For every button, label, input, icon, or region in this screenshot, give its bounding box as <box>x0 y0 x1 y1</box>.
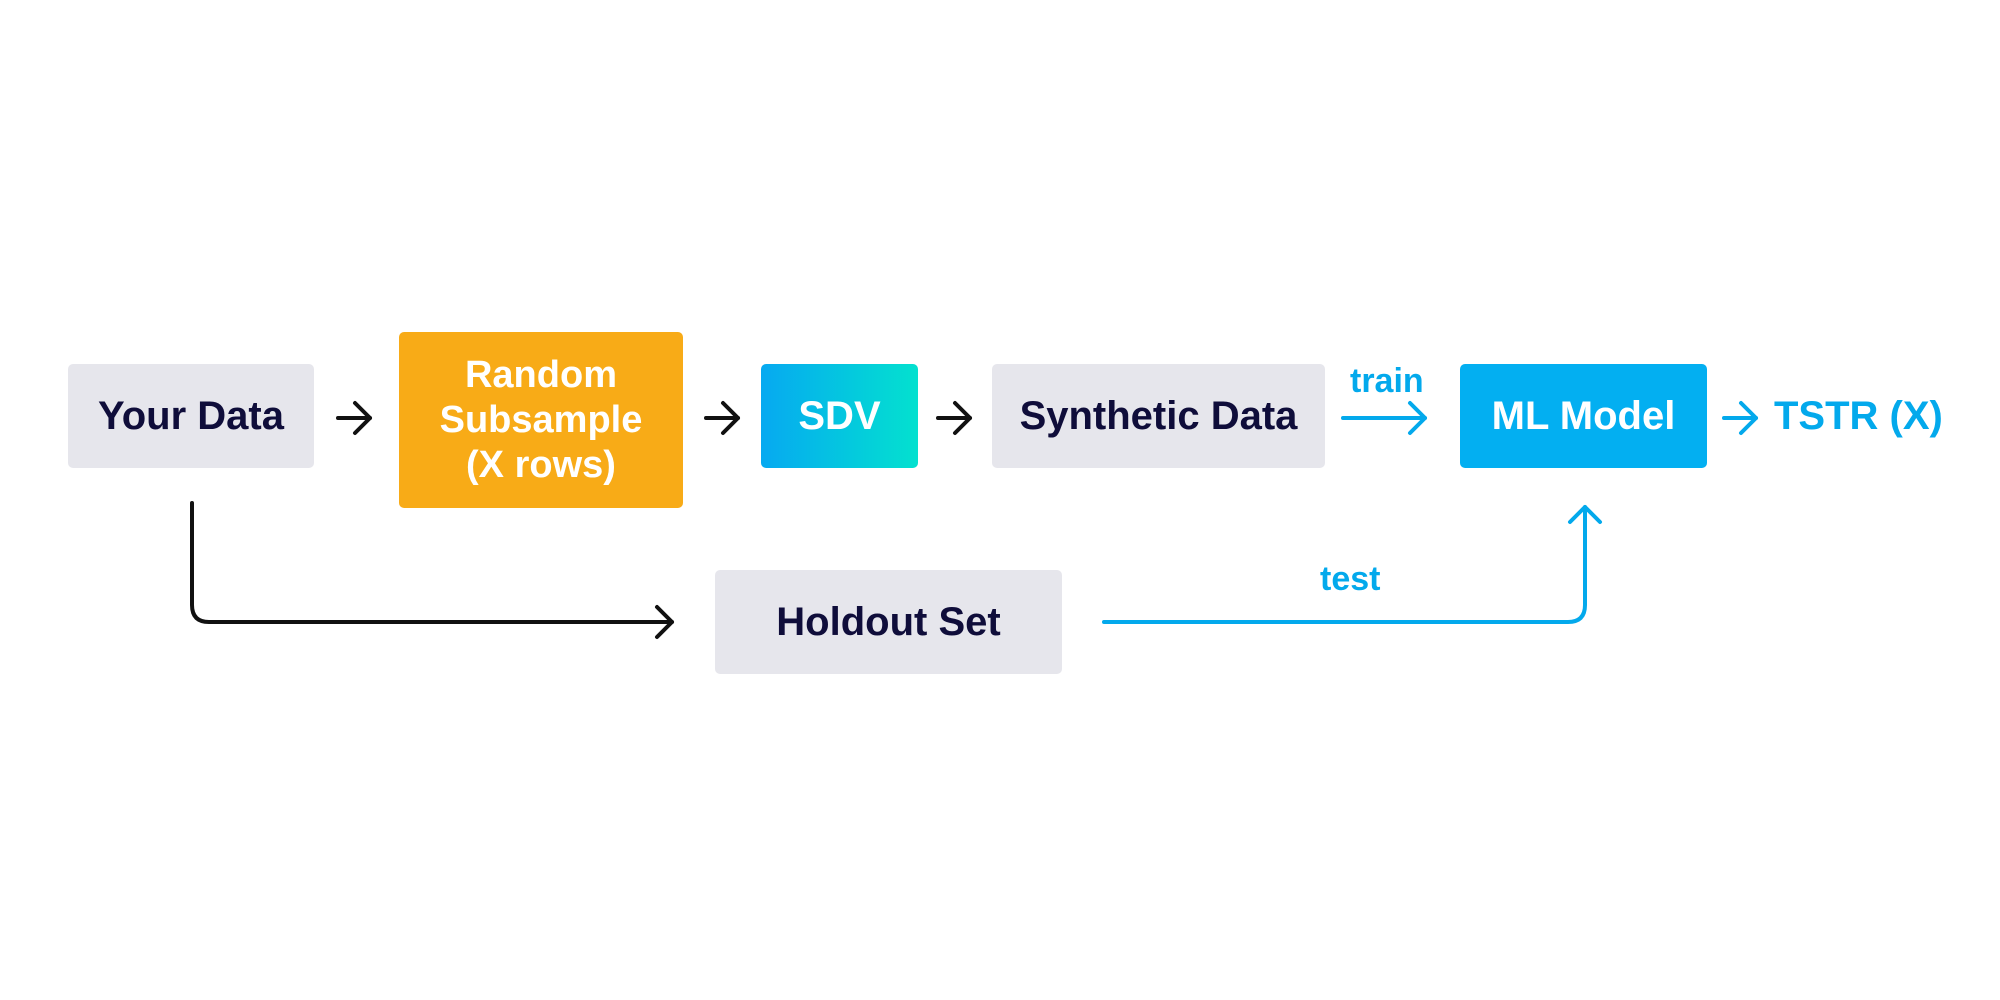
arrow-test <box>1102 505 1602 624</box>
arrow-train <box>1341 401 1427 435</box>
arrow-result <box>1722 401 1758 435</box>
node-ml-model: ML Model <box>1460 364 1707 468</box>
node-synthetic-data: Synthetic Data <box>992 364 1325 468</box>
edge-label-test: test <box>1320 560 1381 598</box>
node-holdout-set: Holdout Set <box>715 570 1062 674</box>
arrow-sdv-to-synthetic <box>936 401 972 435</box>
node-your-data: Your Data <box>68 364 314 468</box>
arrow-yourdata-to-holdout <box>190 501 674 639</box>
result-label: TSTR (X) <box>1774 394 1943 438</box>
node-sdv: SDV <box>761 364 918 468</box>
edge-label-train: train <box>1350 362 1424 400</box>
node-random-subsample: Random Subsample (X rows) <box>399 332 683 508</box>
arrow-subsample-to-sdv <box>704 401 740 435</box>
arrow-yourdata-to-subsample <box>336 401 372 435</box>
